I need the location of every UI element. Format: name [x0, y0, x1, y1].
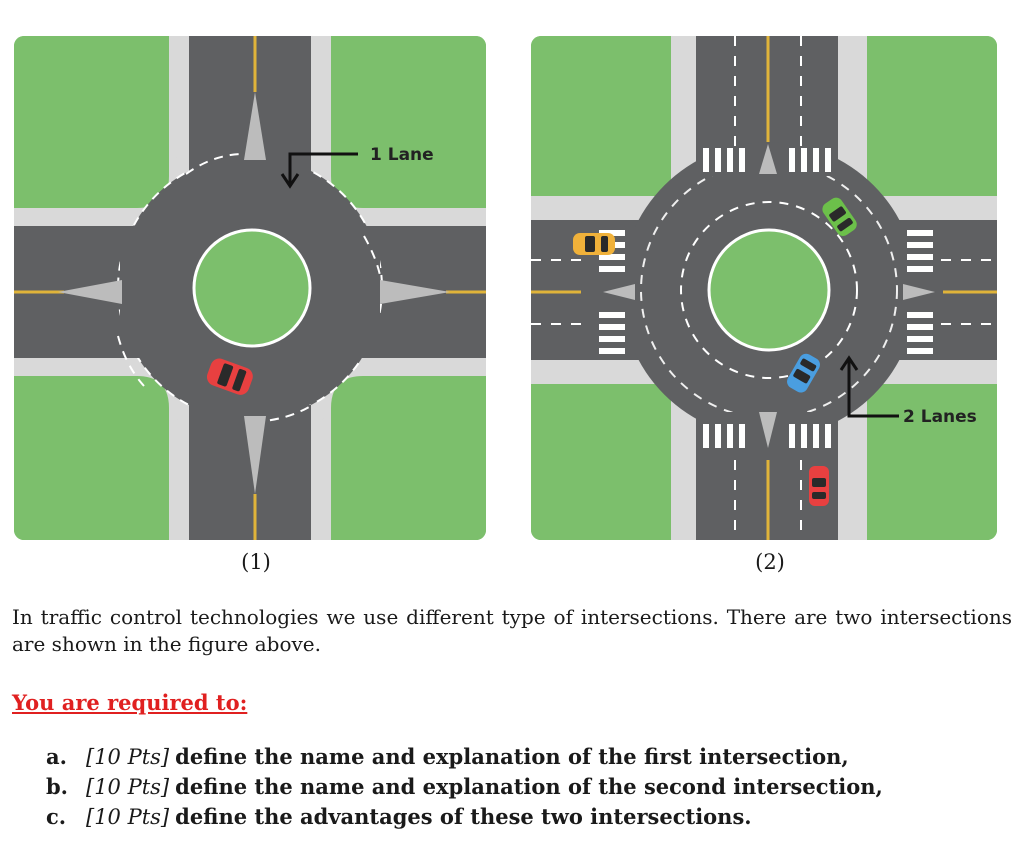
task-item-b: b. [10 Pts]define the name and explanatio…	[46, 772, 883, 802]
task-points: [10 Pts]	[86, 745, 170, 769]
task-letter: a.	[46, 744, 67, 769]
task-item-a: a. [10 Pts]define the name and explanatio…	[46, 742, 883, 772]
task-points: [10 Pts]	[86, 805, 170, 829]
task-list: a.[10 Pts]define the name and explanatio…	[46, 742, 883, 832]
task-letter: c.	[46, 804, 67, 829]
roundabout-figure-1: 1 Lane	[14, 36, 486, 540]
task-points: [10 Pts]	[86, 775, 170, 799]
task-item-c: c. [10 Pts]define the advantages of these…	[46, 802, 883, 832]
required-heading: You are required to:	[12, 690, 248, 715]
task-text: define the name and explanation of the f…	[175, 744, 849, 769]
figure-2-caption: (2)	[755, 550, 785, 574]
intro-paragraph: In traffic control technologies we use d…	[12, 605, 1012, 656]
lane-label-1: 1 Lane	[370, 145, 434, 165]
lane-label-2: 2 Lanes	[903, 407, 977, 427]
roundabout-figure-2: 2 Lanes	[531, 36, 997, 540]
task-text: define the name and explanation of the s…	[175, 774, 883, 799]
task-letter: b.	[46, 774, 68, 799]
task-text: define the advantages of these two inter…	[175, 804, 752, 829]
figure-1-caption: (1)	[241, 550, 271, 574]
